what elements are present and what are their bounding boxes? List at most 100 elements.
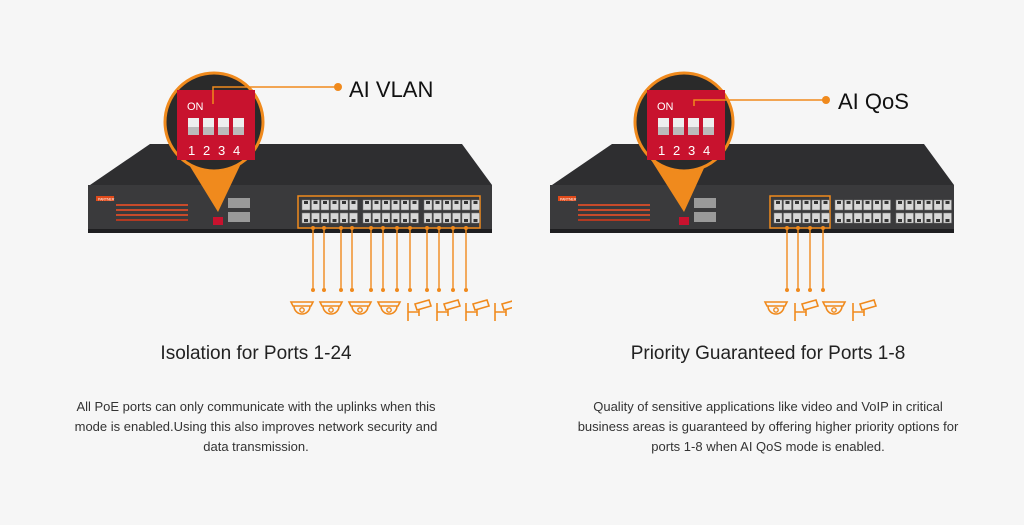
rj45-port bbox=[452, 199, 461, 211]
connection-lines bbox=[785, 226, 825, 292]
panel-heading: Isolation for Ports 1-24 bbox=[160, 343, 352, 364]
rj45-port bbox=[943, 212, 952, 224]
rj45-port bbox=[442, 212, 452, 224]
rj45-port bbox=[844, 212, 853, 224]
rj45-port bbox=[933, 199, 943, 211]
rj45-port bbox=[821, 212, 830, 224]
rj45-port bbox=[882, 199, 891, 211]
rj45-port bbox=[914, 199, 924, 211]
panel-description: All PoE ports can only communicate with … bbox=[74, 399, 438, 454]
dip-toggles bbox=[188, 118, 244, 135]
rj45-port bbox=[320, 199, 330, 211]
dip-on-label: ON bbox=[657, 101, 674, 113]
rj45-port bbox=[802, 199, 811, 211]
dome-camera-icon bbox=[318, 301, 344, 315]
rj45-port bbox=[872, 212, 882, 224]
rj45-ports bbox=[301, 199, 480, 224]
camera-devices bbox=[289, 299, 512, 321]
rj45-port bbox=[802, 212, 811, 224]
rj45-port bbox=[933, 212, 943, 224]
rj45-port bbox=[895, 212, 905, 224]
sfp-port bbox=[694, 198, 716, 208]
rj45-port bbox=[330, 199, 339, 211]
rj45-port bbox=[410, 199, 419, 211]
camera-devices bbox=[763, 299, 878, 321]
rj45-port bbox=[872, 199, 882, 211]
rj45-port bbox=[863, 199, 872, 211]
dip-switch-small bbox=[679, 217, 689, 225]
callout-label: AI QoS bbox=[838, 89, 909, 114]
rj45-port bbox=[339, 212, 349, 224]
rj45-port bbox=[811, 199, 821, 211]
bullet-camera-icon bbox=[436, 299, 462, 321]
rj45-port bbox=[905, 212, 914, 224]
rj45-port bbox=[924, 212, 933, 224]
rj45-port bbox=[783, 199, 792, 211]
rj45-port bbox=[442, 199, 452, 211]
bullet-camera-icon bbox=[465, 299, 491, 321]
switch-illustration-qos: PARTNER ON 1 2 3 4 bbox=[550, 71, 954, 321]
rj45-port bbox=[391, 199, 400, 211]
sfp-port bbox=[694, 212, 716, 222]
connection-lines bbox=[311, 226, 468, 292]
brand-logo bbox=[96, 196, 114, 201]
bullet-camera-icon bbox=[407, 299, 433, 321]
rj45-port bbox=[330, 212, 339, 224]
rj45-port bbox=[400, 212, 410, 224]
sfp-port bbox=[228, 198, 250, 208]
panel-description: Quality of sensitive applications like v… bbox=[577, 399, 959, 454]
panel-heading: Priority Guaranteed for Ports 1-8 bbox=[630, 343, 906, 364]
status-leds bbox=[116, 204, 188, 221]
dip-number-1: 1 bbox=[188, 143, 195, 158]
switch-top-face bbox=[552, 144, 954, 185]
rj45-port bbox=[410, 212, 419, 224]
rj45-port bbox=[311, 212, 320, 224]
dome-camera-icon bbox=[347, 301, 373, 315]
bullet-camera-icon bbox=[494, 300, 512, 321]
rj45-port bbox=[863, 212, 872, 224]
callout-line bbox=[212, 86, 336, 104]
rj45-port bbox=[381, 212, 391, 224]
rj45-port bbox=[821, 199, 830, 211]
rj45-port bbox=[400, 199, 410, 211]
rj45-ports bbox=[773, 199, 952, 224]
rj45-port bbox=[423, 212, 433, 224]
dip-number-3: 3 bbox=[218, 143, 225, 158]
rj45-port bbox=[452, 212, 461, 224]
dome-camera-icon bbox=[289, 301, 315, 315]
rj45-port bbox=[372, 199, 381, 211]
dip-number-1: 1 bbox=[658, 143, 665, 158]
rj45-port bbox=[882, 212, 891, 224]
rj45-port bbox=[433, 199, 442, 211]
rj45-port bbox=[792, 212, 802, 224]
rj45-port bbox=[924, 199, 933, 211]
rj45-port bbox=[320, 212, 330, 224]
rj45-port bbox=[461, 199, 471, 211]
switch-front-face bbox=[550, 185, 954, 230]
rj45-port bbox=[811, 212, 821, 224]
dome-camera-icon bbox=[821, 301, 847, 315]
rj45-port bbox=[461, 212, 471, 224]
bullet-camera-icon bbox=[794, 299, 820, 321]
dip-switch-small bbox=[213, 217, 223, 225]
rj45-port bbox=[423, 199, 433, 211]
rj45-port bbox=[471, 212, 480, 224]
rj45-port bbox=[773, 212, 783, 224]
rj45-port bbox=[311, 199, 320, 211]
rj45-port bbox=[471, 199, 480, 211]
rj45-port bbox=[914, 212, 924, 224]
rj45-port bbox=[792, 199, 802, 211]
brand-logo bbox=[558, 196, 576, 201]
callout-line bbox=[693, 99, 824, 106]
rj45-port bbox=[391, 212, 400, 224]
switch-top-face bbox=[90, 144, 492, 185]
ai-qos-panel: PARTNER ON 1 2 3 4 AI QoS Priority G bbox=[512, 0, 1024, 525]
rj45-port bbox=[834, 199, 844, 211]
rj45-port bbox=[905, 199, 914, 211]
dip-number-4: 4 bbox=[703, 143, 710, 158]
dip-number-2: 2 bbox=[203, 143, 210, 158]
rj45-port bbox=[853, 212, 863, 224]
rj45-port bbox=[834, 212, 844, 224]
rj45-port bbox=[362, 212, 372, 224]
rj45-port bbox=[783, 212, 792, 224]
